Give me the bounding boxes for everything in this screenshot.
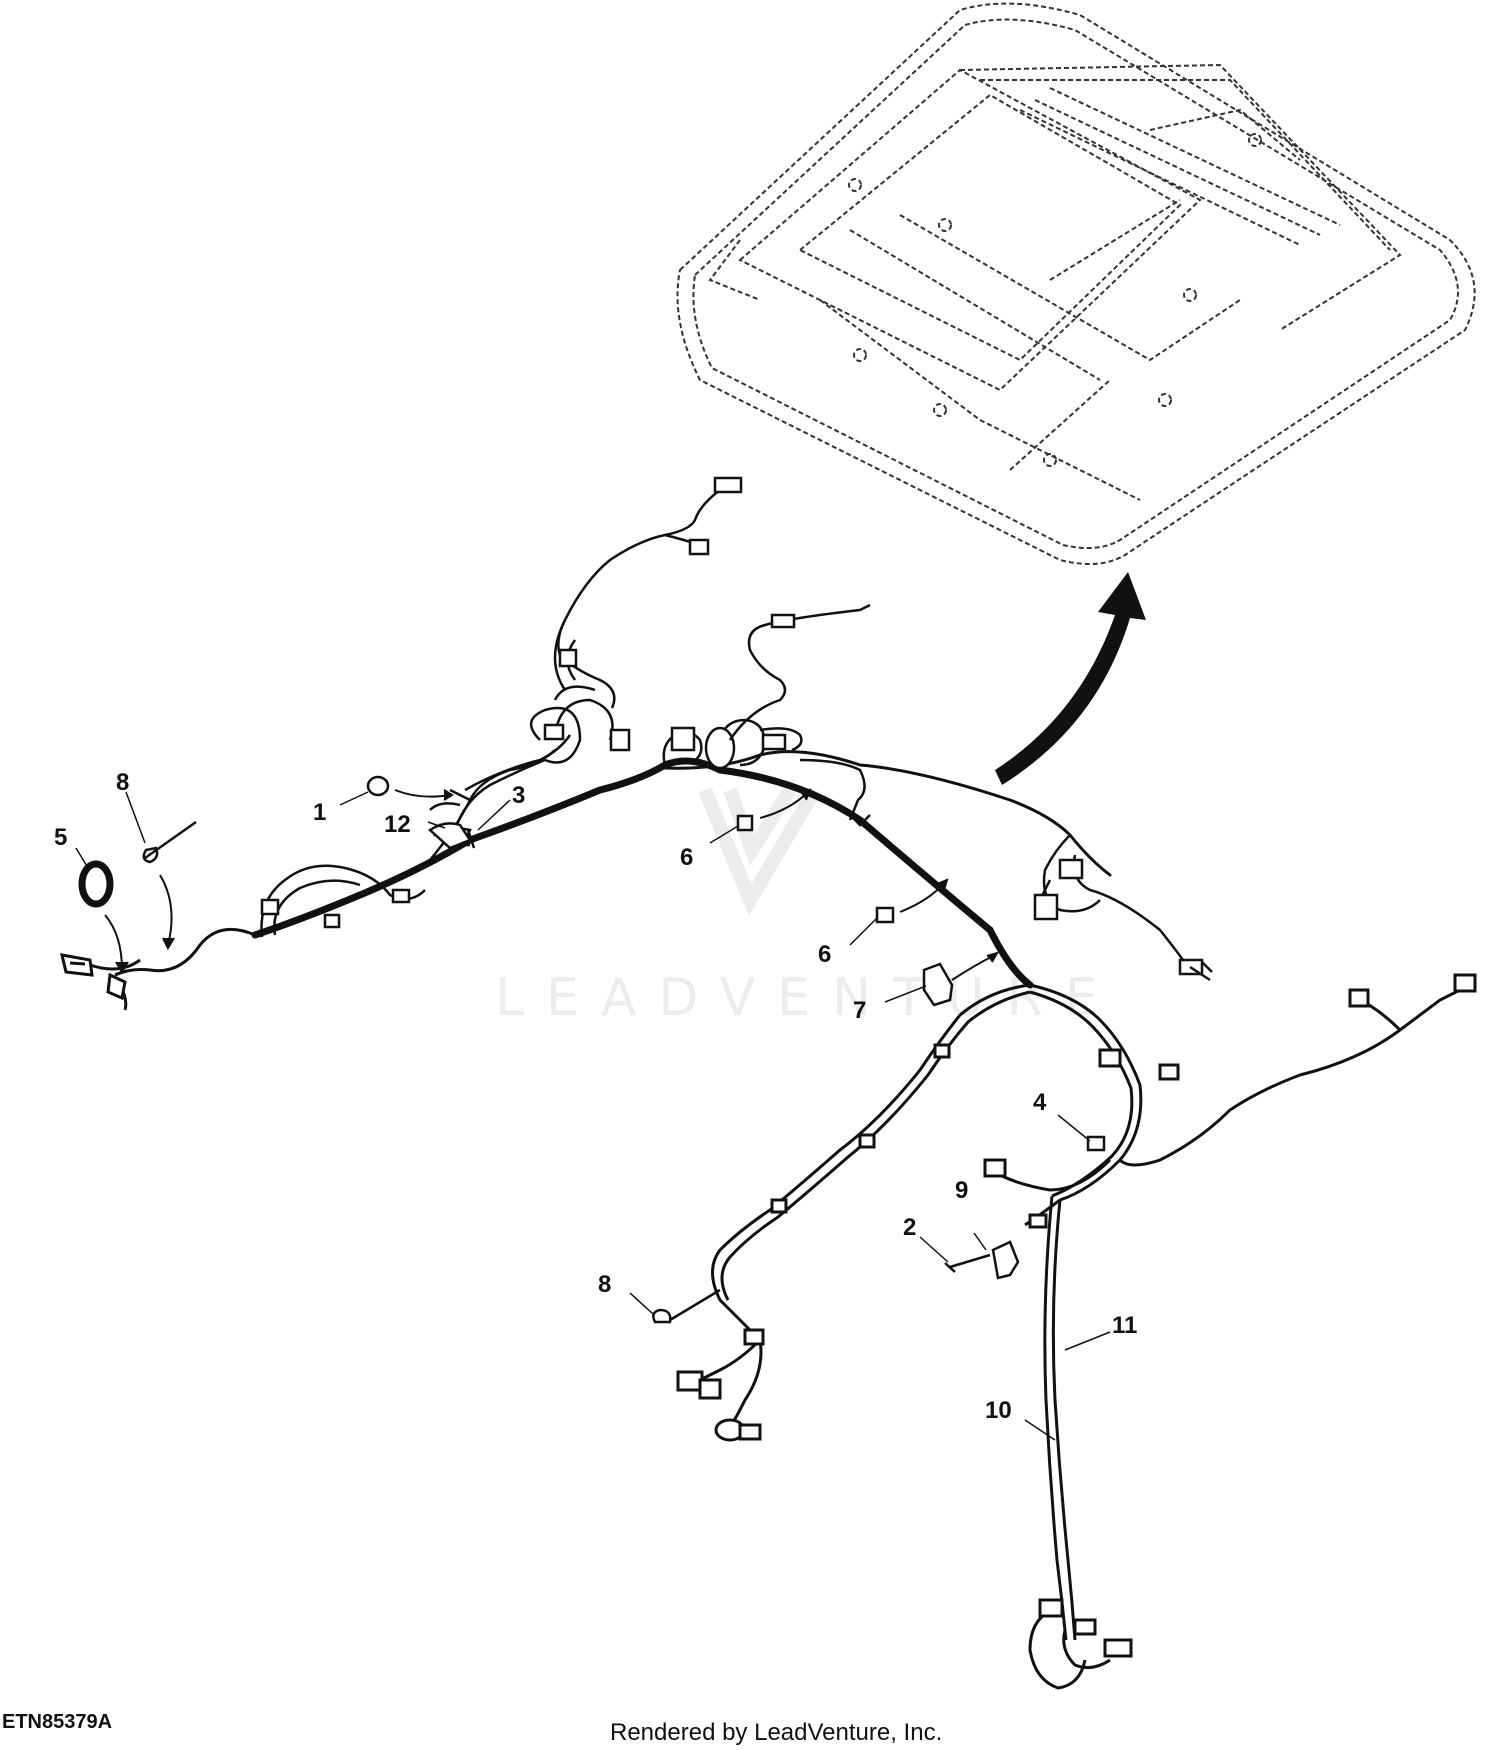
ring-part-5-icon — [78, 860, 114, 908]
bracket-part-7-icon — [922, 962, 954, 1007]
clip-part-6a-icon — [736, 814, 754, 832]
screw-part-2-icon — [944, 1253, 991, 1273]
grommet-part-1-icon — [366, 775, 390, 797]
watermark: LEADVENTURE — [495, 786, 1120, 1028]
callout-8b: 8 — [598, 1271, 611, 1298]
terminal-part-3-icon — [466, 829, 476, 849]
watermark-logo-icon — [698, 786, 822, 916]
center-branch — [609, 603, 871, 827]
callouts: 1 2 3 4 5 6 6 7 8 8 9 10 11 12 — [54, 769, 1137, 1424]
tie-strap-part-8-icon — [142, 820, 197, 864]
left-branch — [60, 927, 256, 1011]
callout-6b: 6 — [818, 941, 831, 968]
install-arrows — [104, 788, 1000, 981]
callout-9: 9 — [955, 1177, 968, 1204]
lower-right-harness — [983, 973, 1477, 1690]
bracket-part-9-icon — [991, 1240, 1020, 1280]
upper-branch — [553, 476, 743, 709]
install-direction-arrow-icon — [995, 572, 1146, 785]
clip-part-6b-icon — [875, 906, 895, 924]
rendered-by: Rendered by LeadVenture, Inc. — [610, 1719, 942, 1746]
callout-11: 11 — [1112, 1312, 1137, 1339]
callout-12: 12 — [384, 811, 411, 838]
callout-10: 10 — [985, 1397, 1012, 1424]
loose-parts — [78, 775, 1106, 1324]
leader-lines — [75, 791, 1111, 1441]
terminal-part-12-icon — [427, 822, 472, 850]
callout-5: 5 — [54, 824, 67, 851]
clip-part-4-icon — [1086, 1135, 1106, 1152]
tie-strap-part-8b-icon — [652, 1288, 721, 1324]
callout-8a: 8 — [116, 769, 129, 796]
callout-4: 4 — [1033, 1089, 1047, 1116]
callout-6a: 6 — [680, 844, 693, 871]
watermark-text: LEADVENTURE — [495, 968, 1120, 1028]
figure-id: ETN85379A — [2, 1711, 112, 1733]
callout-2: 2 — [903, 1214, 916, 1241]
left-loop — [260, 864, 426, 938]
right-upper-branch — [1033, 834, 1213, 982]
callout-7: 7 — [853, 997, 866, 1024]
callout-1: 1 — [313, 799, 326, 826]
seat-frame-phantom — [676, 2, 1476, 565]
lower-left-harness — [676, 983, 1031, 1442]
callout-3: 3 — [512, 782, 525, 809]
